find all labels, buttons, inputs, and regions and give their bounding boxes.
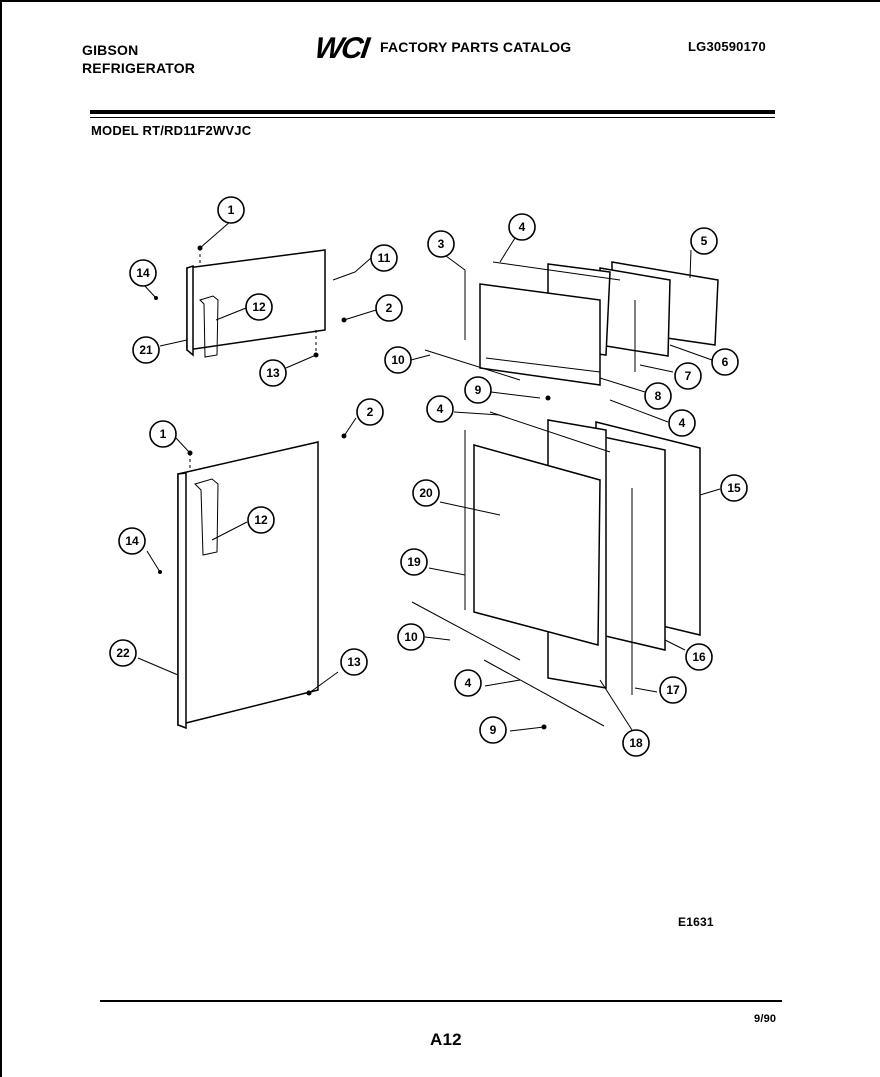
- part-callout-15: 15: [720, 474, 748, 502]
- svg-text:18: 18: [629, 736, 643, 750]
- catalog-number: LG30590170: [688, 39, 766, 54]
- svg-text:5: 5: [701, 234, 708, 248]
- svg-text:15: 15: [727, 481, 741, 495]
- part-callout-16: 16: [685, 643, 713, 671]
- svg-text:4: 4: [465, 676, 472, 690]
- part-callout-2a: 2: [375, 294, 403, 322]
- part-callout-13a: 13: [259, 359, 287, 387]
- svg-text:20: 20: [419, 486, 433, 500]
- part-callout-4a: 4: [508, 213, 536, 241]
- svg-text:14: 14: [136, 266, 150, 280]
- part-callout-9b: 9: [479, 716, 507, 744]
- svg-text:17: 17: [666, 683, 680, 697]
- part-callout-17: 17: [659, 676, 687, 704]
- part-callout-10a: 10: [384, 346, 412, 374]
- part-callout-1b: 1: [149, 420, 177, 448]
- fresh-food-liner-drawing: [411, 395, 701, 730]
- svg-text:12: 12: [252, 300, 266, 314]
- svg-text:4: 4: [519, 220, 526, 234]
- freezer-liner-drawing: [424, 261, 719, 386]
- part-callout-5: 5: [690, 227, 718, 255]
- svg-text:3: 3: [438, 237, 445, 251]
- svg-text:4: 4: [437, 402, 444, 416]
- leader-lines: [137, 220, 721, 732]
- svg-text:10: 10: [404, 630, 418, 644]
- part-callout-9a: 9: [464, 376, 492, 404]
- svg-text:4: 4: [679, 416, 686, 430]
- part-callout-13b: 13: [340, 648, 368, 676]
- svg-text:21: 21: [139, 343, 153, 357]
- svg-text:2: 2: [386, 301, 393, 315]
- svg-text:7: 7: [685, 369, 692, 383]
- svg-text:14: 14: [125, 534, 139, 548]
- part-callout-12a: 12: [245, 293, 273, 321]
- svg-text:8: 8: [655, 389, 662, 403]
- svg-text:10: 10: [391, 353, 405, 367]
- part-callout-18: 18: [622, 729, 650, 757]
- footer-rule: [100, 1000, 782, 1002]
- part-callout-19: 19: [400, 548, 428, 576]
- part-callout-22: 22: [109, 639, 137, 667]
- model-number: MODEL RT/RD11F2WVJC: [91, 123, 252, 138]
- figure-code: E1631: [678, 915, 714, 929]
- part-callout-8: 8: [644, 382, 672, 410]
- page-number: A12: [430, 1030, 462, 1049]
- part-callout-2b: 2: [356, 398, 384, 426]
- fresh-food-door-drawing: [154, 296, 347, 730]
- svg-text:2: 2: [367, 405, 374, 419]
- brand-line-1: GIBSON: [82, 42, 139, 58]
- svg-text:16: 16: [692, 650, 706, 664]
- part-callout-14a: 14: [129, 259, 157, 287]
- svg-text:9: 9: [490, 723, 497, 737]
- svg-text:1: 1: [228, 203, 235, 217]
- part-callout-1a: 1: [217, 196, 245, 224]
- svg-text:11: 11: [378, 251, 391, 265]
- brand-line-2: REFRIGERATOR: [82, 60, 196, 76]
- header-rule-thin: [90, 117, 775, 118]
- part-callout-3: 3: [427, 230, 455, 258]
- part-callout-14b: 14: [118, 527, 146, 555]
- svg-text:12: 12: [254, 513, 268, 527]
- part-callout-10b: 10: [397, 623, 425, 651]
- part-callout-12b: 12: [247, 506, 275, 534]
- svg-text:13: 13: [266, 366, 280, 380]
- svg-text:13: 13: [347, 655, 361, 669]
- svg-text:9: 9: [475, 383, 482, 397]
- part-callout-6: 6: [711, 348, 739, 376]
- part-callout-21: 21: [132, 336, 160, 364]
- part-callout-7: 7: [674, 362, 702, 390]
- part-callout-4c: 4: [426, 395, 454, 423]
- svg-text:19: 19: [407, 555, 421, 569]
- part-callout-11: 11: [370, 244, 398, 272]
- svg-text:1: 1: [160, 427, 167, 441]
- part-callout-20: 20: [412, 479, 440, 507]
- part-callout-4b: 4: [668, 409, 696, 437]
- svg-text:6: 6: [722, 355, 729, 369]
- header-rule: [90, 110, 775, 114]
- catalog-date: 9/90: [754, 1013, 777, 1025]
- catalog-title: FACTORY PARTS CATALOG: [380, 39, 572, 55]
- svg-text:22: 22: [116, 646, 130, 660]
- part-callout-4d: 4: [454, 669, 482, 697]
